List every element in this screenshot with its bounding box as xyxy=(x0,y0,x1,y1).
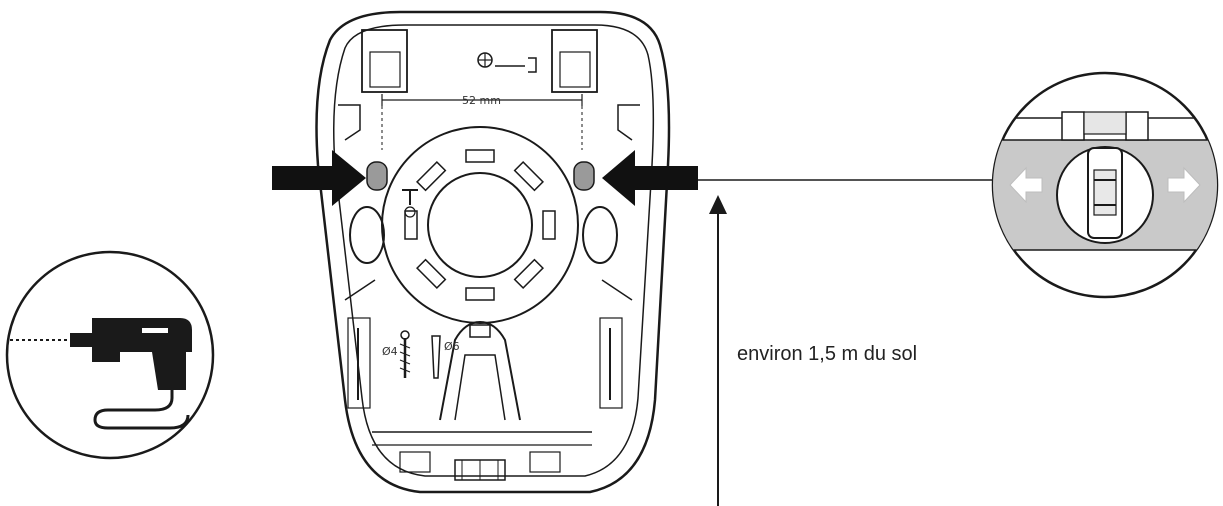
drill-icon xyxy=(5,250,215,460)
mounting-base xyxy=(315,10,671,494)
mounting-hole-left xyxy=(366,161,388,191)
height-arrow xyxy=(709,195,727,506)
arrow-right-icon xyxy=(1167,166,1201,204)
wall-plug-icon xyxy=(431,335,441,379)
screw-diameter-right: Ø6 xyxy=(444,340,460,353)
small-screw-icon xyxy=(402,189,418,218)
spacing-label: 52 mm xyxy=(462,94,501,107)
arrow-pointing-right-hole xyxy=(602,150,698,206)
height-label: environ 1,5 m du sol xyxy=(737,343,917,365)
level-bubble-icon xyxy=(991,71,1219,299)
screw-diameter-left: Ø4 xyxy=(382,345,398,358)
arrow-pointing-left-hole xyxy=(272,150,366,206)
mounting-hole-right xyxy=(573,161,595,191)
screw-icon xyxy=(399,330,411,378)
screw-mount-symbol xyxy=(477,52,537,73)
arrow-left-icon xyxy=(1009,166,1043,204)
